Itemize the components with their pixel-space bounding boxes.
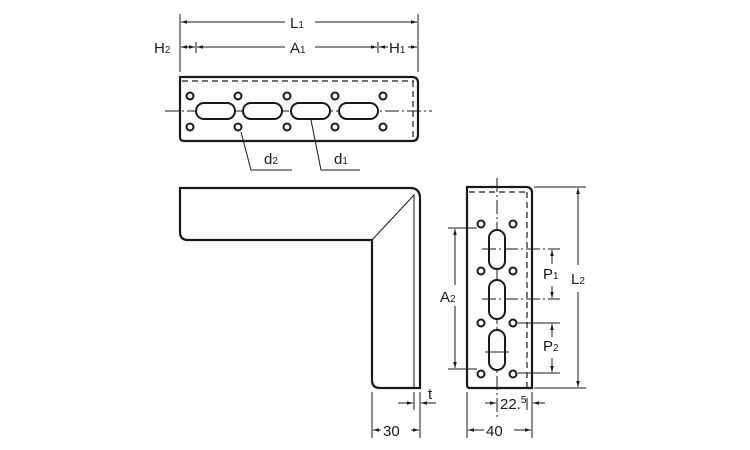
thickness-label: t	[428, 386, 433, 403]
l2-label: L2	[571, 271, 585, 288]
side-view: t 30	[178, 186, 436, 440]
a1-label: A1	[290, 40, 306, 57]
width-30-label: 30	[383, 423, 400, 440]
h2-label: H2	[154, 40, 171, 57]
d1-label: d1	[334, 151, 348, 168]
l1-label: L1	[290, 15, 304, 32]
h1-label: H1	[389, 40, 406, 57]
vertical-slots	[488, 229, 506, 371]
front-plate	[465, 185, 534, 390]
front-holes	[476, 219, 518, 379]
a2-label: A2	[440, 289, 456, 306]
top-plate	[178, 75, 420, 143]
d2-label: d2	[264, 151, 278, 168]
top-view: L1 H2 A1 H1 d2 d1	[154, 14, 432, 171]
p2-label: P2	[543, 338, 559, 355]
offset-22-5-label: 22.5	[500, 395, 527, 413]
front-view: P1 P2 L2 A2 22.5 40	[440, 178, 586, 440]
holes	[185, 91, 388, 132]
l-bracket-profile	[178, 186, 422, 390]
width-40-label: 40	[486, 423, 503, 440]
slots	[195, 102, 379, 120]
p1-label: P1	[543, 266, 559, 283]
